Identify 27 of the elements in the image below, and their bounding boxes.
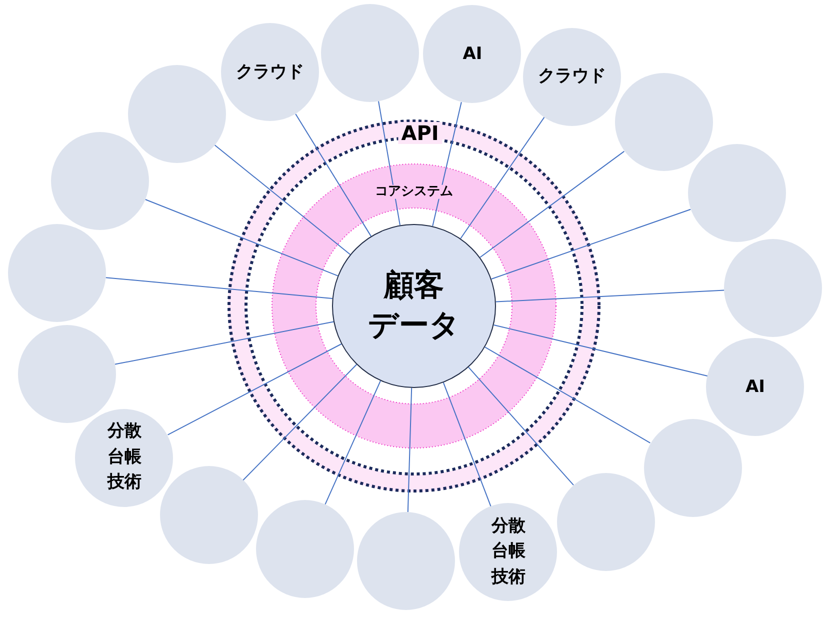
center-circle: 顧客データ: [332, 224, 496, 388]
satellite-circle: クラウド: [220, 23, 319, 122]
connector-line: [480, 150, 625, 258]
satellite-circle: クラウド: [523, 28, 622, 126]
connector-line: [242, 364, 358, 481]
connector-line: [490, 208, 692, 280]
satellite-circle: AI: [706, 338, 804, 436]
connector-line: [114, 321, 334, 365]
satellite-circle: AI: [423, 5, 522, 104]
connector-line: [295, 114, 372, 237]
connector-line: [495, 290, 725, 302]
satellite-circle: 分散台帳技術: [75, 408, 174, 506]
connector-line: [484, 346, 651, 444]
satellite-circle: 分散台帳技術: [459, 503, 558, 602]
connector-line: [407, 388, 412, 512]
connector-line: [144, 199, 338, 276]
connector-line: [468, 366, 574, 486]
connector-line: [105, 277, 333, 299]
connector-line: [167, 344, 342, 436]
connector-line: [432, 102, 462, 227]
connector-line: [460, 116, 545, 239]
connector-line: [442, 382, 492, 507]
ring-label: API: [398, 122, 442, 144]
connector-line: [214, 144, 351, 255]
connector-line: [324, 380, 381, 505]
connector-line: [493, 324, 708, 376]
connector-line: [378, 100, 400, 226]
